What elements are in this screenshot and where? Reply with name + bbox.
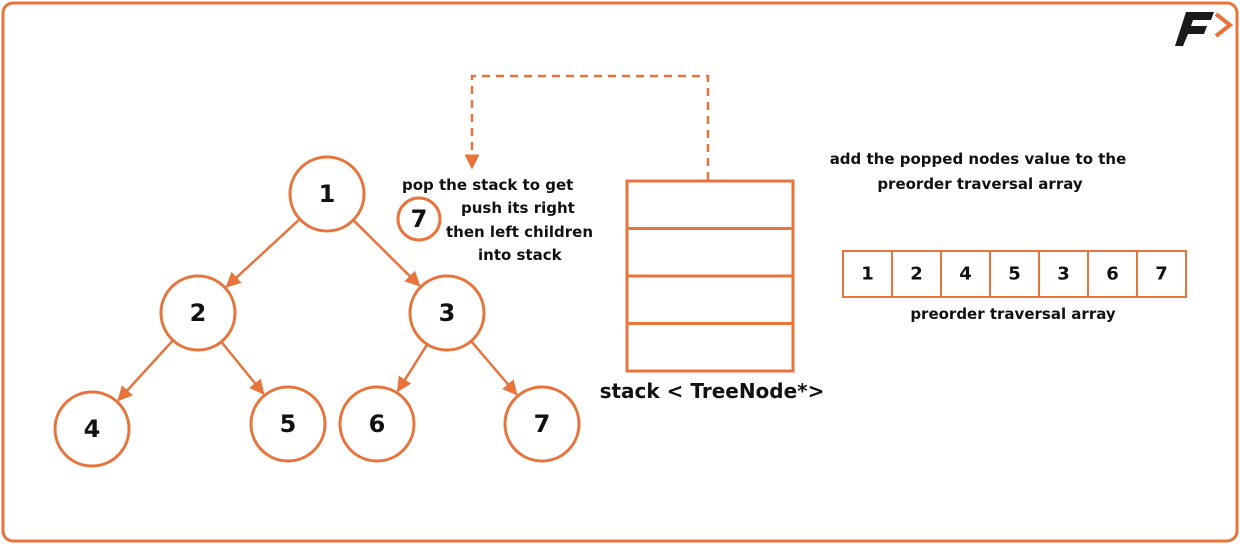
tree-node-1: 1 bbox=[288, 155, 366, 233]
tree-node-label: 4 bbox=[84, 415, 101, 443]
tree-node-circle bbox=[503, 385, 581, 463]
instruction-line-1: pop the stack to get bbox=[402, 176, 573, 194]
popped-node: 7 bbox=[396, 196, 442, 242]
tree-node-label: 6 bbox=[369, 410, 386, 438]
traversal-cell bbox=[842, 250, 893, 298]
tree-node-2: 2 bbox=[159, 274, 237, 352]
instruction-line-2: push its right bbox=[461, 199, 575, 217]
tree-node-6: 6 bbox=[338, 385, 416, 463]
tree-nodes: 1 2 3 4 5 6 7 bbox=[53, 155, 581, 468]
tree-node-circle bbox=[288, 155, 366, 233]
tree-node-label: 2 bbox=[190, 299, 207, 327]
tree-node-label: 7 bbox=[534, 410, 551, 438]
tree-node-3: 3 bbox=[408, 274, 486, 352]
f-arrow-logo-icon bbox=[1175, 12, 1234, 46]
tree-edge-3-7 bbox=[470, 340, 518, 396]
tree-edge-1-3 bbox=[352, 219, 421, 287]
instruction-line-4: into stack bbox=[478, 246, 563, 264]
tree-node-label: 3 bbox=[439, 299, 456, 327]
popped-node-label: 7 bbox=[411, 205, 428, 233]
pop-arrow bbox=[464, 74, 710, 180]
instruction-line-3: then left children bbox=[446, 223, 593, 241]
traversal-cell-value: 2 bbox=[910, 264, 923, 285]
tree-edge-3-6 bbox=[396, 343, 429, 393]
traversal-array: 1 2 4 5 3 6 7 bbox=[842, 250, 1187, 298]
tree-edge-1-2 bbox=[225, 218, 301, 288]
traversal-cell-value: 4 bbox=[959, 264, 972, 285]
tree-node-4: 4 bbox=[53, 390, 131, 468]
traversal-cell-value: 1 bbox=[861, 264, 874, 285]
array-note-line-2: preorder traversal array bbox=[877, 175, 1083, 193]
tree-node-circle bbox=[338, 385, 416, 463]
traversal-cell bbox=[989, 250, 1040, 298]
traversal-cell bbox=[1087, 250, 1138, 298]
tree-edge-2-4 bbox=[117, 339, 174, 402]
stack bbox=[625, 179, 795, 373]
tree-node-label: 1 bbox=[319, 180, 336, 208]
traversal-cell-value: 7 bbox=[1155, 264, 1168, 285]
tree-edges bbox=[117, 218, 518, 402]
traversal-cell bbox=[1136, 250, 1187, 298]
traversal-caption: preorder traversal array bbox=[910, 305, 1116, 323]
tree-node-circle bbox=[408, 274, 486, 352]
tree-node-circle bbox=[53, 390, 131, 468]
tree-edge-2-5 bbox=[220, 340, 265, 395]
tree-node-circle bbox=[159, 274, 237, 352]
traversal-cell bbox=[940, 250, 991, 298]
tree-node-circle bbox=[249, 385, 327, 463]
traversal-cell-value: 6 bbox=[1106, 264, 1119, 285]
traversal-cell-value: 5 bbox=[1008, 264, 1021, 285]
traversal-cell-value: 3 bbox=[1057, 264, 1070, 285]
tree-node-5: 5 bbox=[249, 385, 327, 463]
stack-caption: stack < TreeNode*> bbox=[600, 379, 825, 403]
array-note-line-1: add the popped nodes value to the bbox=[830, 150, 1127, 168]
tree-node-label: 5 bbox=[280, 410, 297, 438]
popped-node-circle bbox=[396, 196, 442, 242]
tree-node-7: 7 bbox=[503, 385, 581, 463]
